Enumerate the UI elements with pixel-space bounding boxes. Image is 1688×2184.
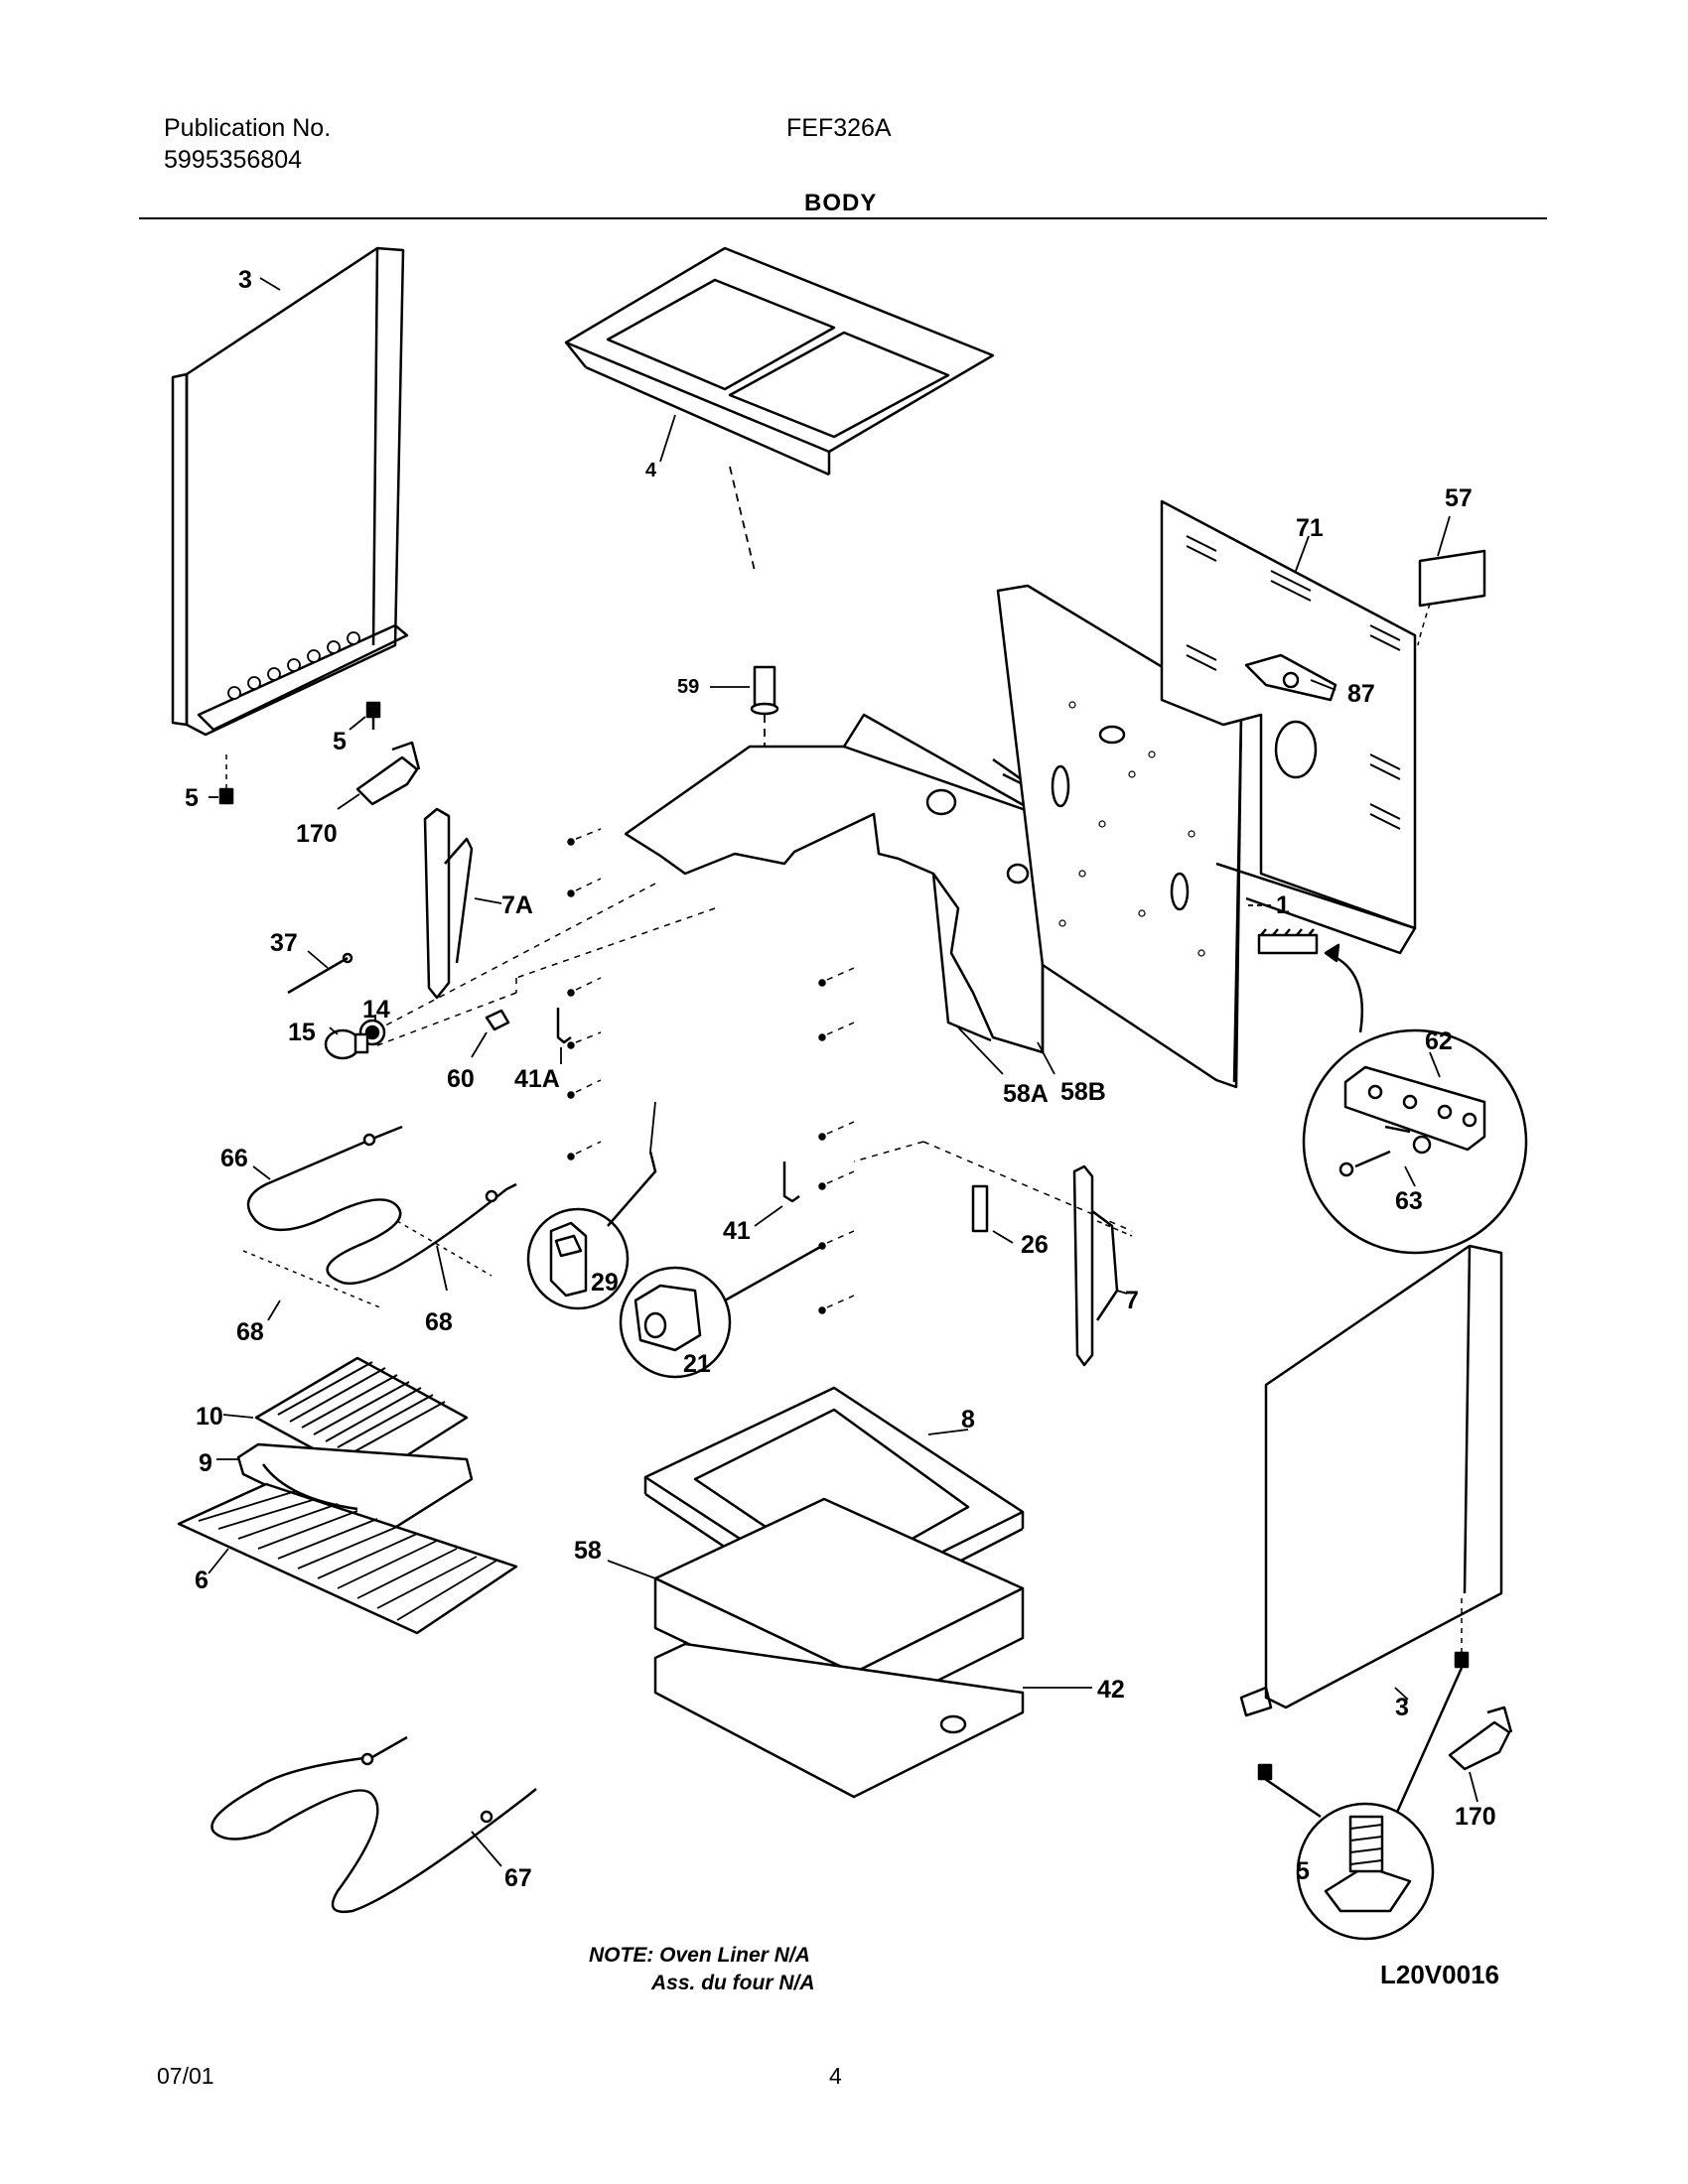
label-67: 67 [504,1864,532,1892]
label-3-right: 3 [1395,1694,1409,1721]
label-42: 42 [1097,1676,1125,1704]
oven-door-hinge-7a [423,807,502,1000]
label-41a: 41A [514,1065,560,1093]
page-number: 4 [829,2063,842,2089]
label-58: 58 [574,1537,602,1565]
label-37: 37 [270,929,298,957]
hinge-receptacle-26 [971,1184,1014,1244]
footer-date: 07/01 [157,2063,214,2089]
label-1: 1 [1276,891,1290,919]
lamp-socket-wire-37 [287,950,353,995]
bracket-41 [754,1161,800,1227]
terminal-block-detail [1302,1028,1528,1255]
stud-59 [710,665,779,774]
label-66: 66 [220,1145,248,1172]
model-number: FEF326A [786,114,892,142]
label-170-left: 170 [296,820,338,848]
leveling-leg-left [209,701,381,805]
label-7a: 7A [501,891,533,919]
oven-insulation [624,713,1045,1054]
oven-door-hinge-7 [1072,1164,1133,1367]
header-rule [139,217,1547,219]
lamp-bulb-15 [324,1026,369,1060]
label-29: 29 [591,1269,619,1297]
door-stop-detail-29 [526,1101,657,1310]
anti-tip-bracket-left [337,741,421,810]
clip-60 [471,1009,510,1058]
anti-tip-bracket-right [1448,1706,1513,1803]
label-8: 8 [961,1406,975,1433]
broil-element-66 [246,1125,517,1286]
bake-element-67 [211,1735,537,1914]
label-68-b: 68 [425,1308,453,1336]
label-60: 60 [447,1065,475,1093]
label-170-right: 170 [1455,1803,1496,1831]
rear-panel [996,584,1271,1089]
label-71: 71 [1296,514,1324,542]
label-3-left: 3 [238,266,252,294]
label-5-b: 5 [185,784,199,812]
label-15: 15 [288,1019,316,1046]
label-4: 4 [645,460,657,481]
drawing-id: L20V0016 [1380,1960,1499,1989]
publication-label: Publication No. [164,114,332,142]
label-plate-57 [1417,515,1486,646]
label-68-a: 68 [236,1318,264,1346]
label-7: 7 [1125,1287,1139,1314]
label-5-a: 5 [333,728,347,755]
label-6: 6 [195,1567,209,1594]
terminal-block [1257,928,1364,1033]
label-5-c: 5 [1296,1857,1310,1885]
label-41: 41 [723,1217,751,1245]
label-58a: 58A [1003,1080,1049,1108]
leveling-leg-right [1257,1598,1470,1819]
oven-bottom-42 [653,1642,1092,1799]
back-cover [1160,499,1417,955]
oven-rack [177,1482,518,1635]
label-87: 87 [1347,680,1375,708]
label-14: 14 [362,996,390,1024]
label-58b: 58B [1060,1078,1106,1106]
label-62: 62 [1425,1027,1453,1055]
right-side-panel [1239,1244,1503,1717]
top-support [564,246,995,477]
note-line-2: Ass. du four N/A [651,1972,815,1994]
label-59: 59 [677,676,699,698]
label-26: 26 [1021,1231,1049,1259]
label-9: 9 [199,1449,212,1477]
publication-number: 5995356804 [164,146,303,174]
label-10: 10 [196,1403,223,1431]
note-line-1: NOTE: Oven Liner N/A [589,1944,810,1967]
label-57: 57 [1445,484,1473,512]
left-side-panel [171,246,409,737]
label-63: 63 [1395,1187,1423,1215]
screws [567,838,826,1314]
section-title: BODY [804,190,878,216]
broiler-pan-insert [222,1356,469,1481]
bracket-41a [556,1008,572,1064]
rack-support-detail-21 [619,1244,823,1379]
label-21: 21 [683,1350,711,1378]
broiler-pan [216,1442,474,1541]
leveling-leg-detail [1296,1802,1435,1941]
